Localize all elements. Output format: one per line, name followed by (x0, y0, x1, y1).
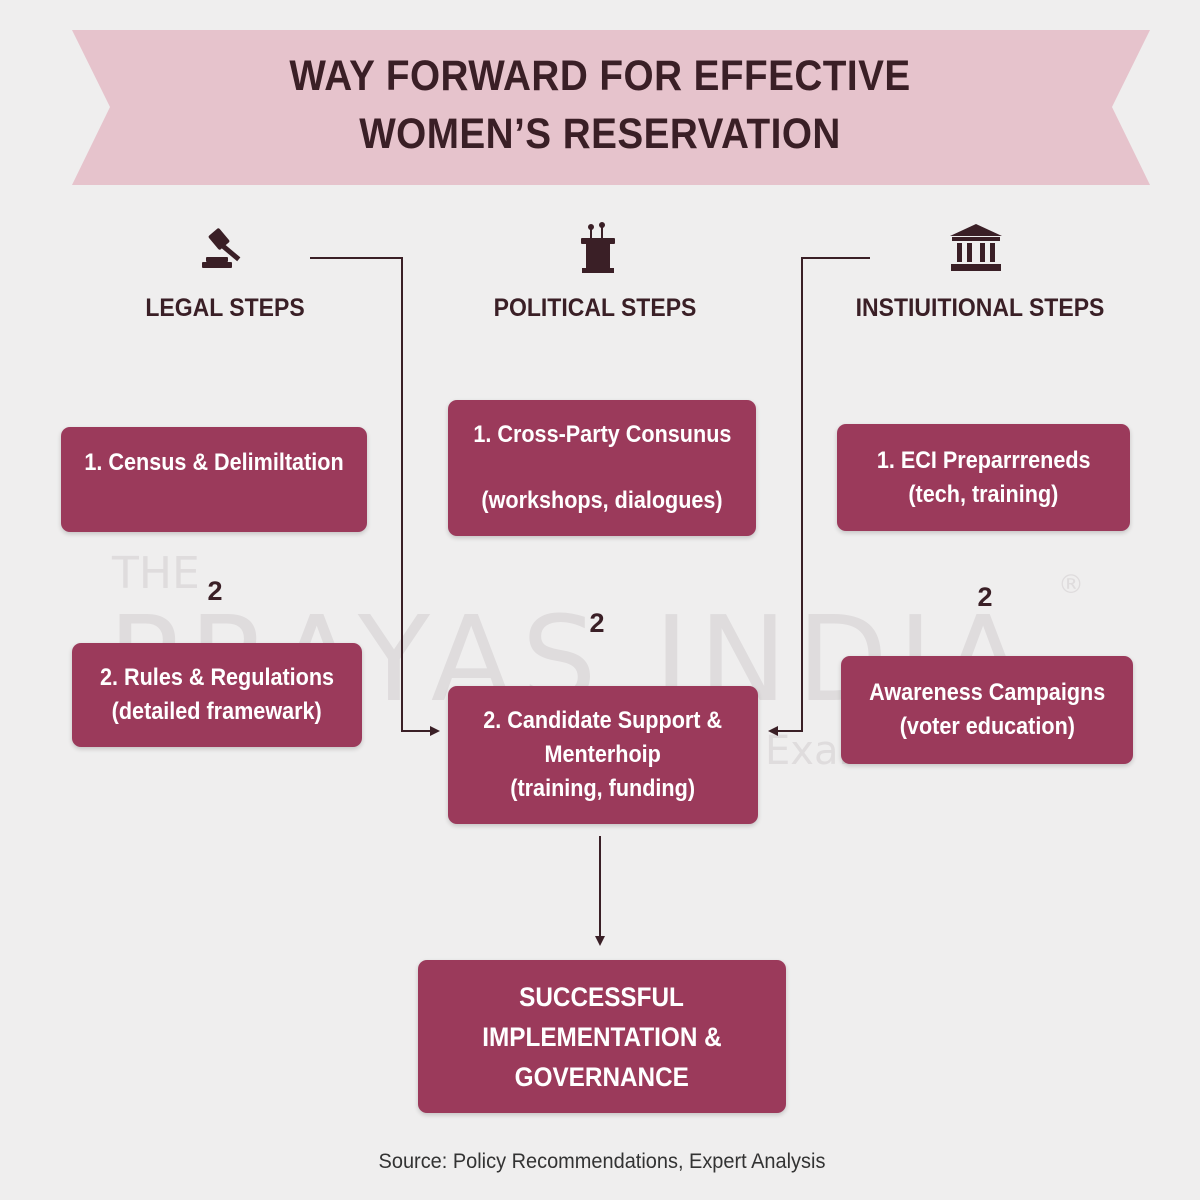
legal-steps-heading: LEGAL STEPS (145, 294, 305, 322)
box-line: 2. Rules & Regulations (99, 664, 335, 691)
box-line: SUCCESSFUL (519, 981, 685, 1012)
eci-preparedness-box: 1. ECI Preparrreneds (tech, training) (837, 424, 1130, 531)
page-title-line-2: WOMEN’S RESERVATION (359, 110, 841, 158)
box-line: Menterhoip (544, 741, 662, 768)
institutional-step-number: 2 (977, 582, 993, 612)
source-note: Source: Policy Recommendations, Expert A… (378, 1150, 826, 1173)
watermark-the: THE (112, 548, 200, 599)
box-line: (training, funding) (510, 775, 696, 802)
legal-to-candidate-connector (310, 257, 440, 736)
box-line: 1. Census & Delimiltation (84, 449, 344, 476)
outcome-box: SUCCESSFUL IMPLEMENTATION & GOVERNANCE (418, 960, 786, 1113)
box-line: Awareness Campaigns (868, 679, 1106, 706)
political-step-number: 2 (589, 608, 605, 638)
title-banner (72, 30, 1150, 185)
box-line: (tech, training) (908, 480, 1059, 508)
page-title-line-1: WAY FORWARD FOR EFFECTIVE (289, 52, 911, 100)
watermark-registered: ® (1058, 570, 1084, 600)
institutional-to-candidate-connector (768, 257, 870, 736)
podium-icon (581, 222, 615, 273)
box-line: (detailed framewark) (111, 698, 323, 725)
box-line: GOVERNANCE (514, 1061, 690, 1092)
box-line: 1. ECI Preparrreneds (876, 446, 1091, 474)
institutional-steps-heading: INSTIUITIONAL STEPS (855, 294, 1105, 322)
box-line: (workshops, dialogues) (481, 487, 723, 514)
political-steps-heading: POLITICAL STEPS (493, 294, 697, 322)
box-line: IMPLEMENTATION & (482, 1021, 722, 1052)
rules-regulations-box: 2. Rules & Regulations (detailed framewa… (72, 643, 362, 747)
legal-step-number: 2 (207, 576, 223, 606)
cross-party-consensus-box: 1. Cross-Party Consunus (workshops, dial… (448, 400, 756, 536)
census-delimitation-box: 1. Census & Delimiltation (61, 427, 367, 532)
box-line: 2. Candidate Support & (483, 707, 723, 734)
box-line: (voter education) (899, 713, 1075, 740)
gavel-icon (202, 228, 241, 268)
building-icon (950, 224, 1002, 271)
candidate-support-box: 2. Candidate Support & Menterhoip (train… (448, 686, 758, 824)
box-line: 1. Cross-Party Consunus (472, 421, 732, 448)
awareness-campaigns-box: Awareness Campaigns (voter education) (841, 656, 1133, 764)
